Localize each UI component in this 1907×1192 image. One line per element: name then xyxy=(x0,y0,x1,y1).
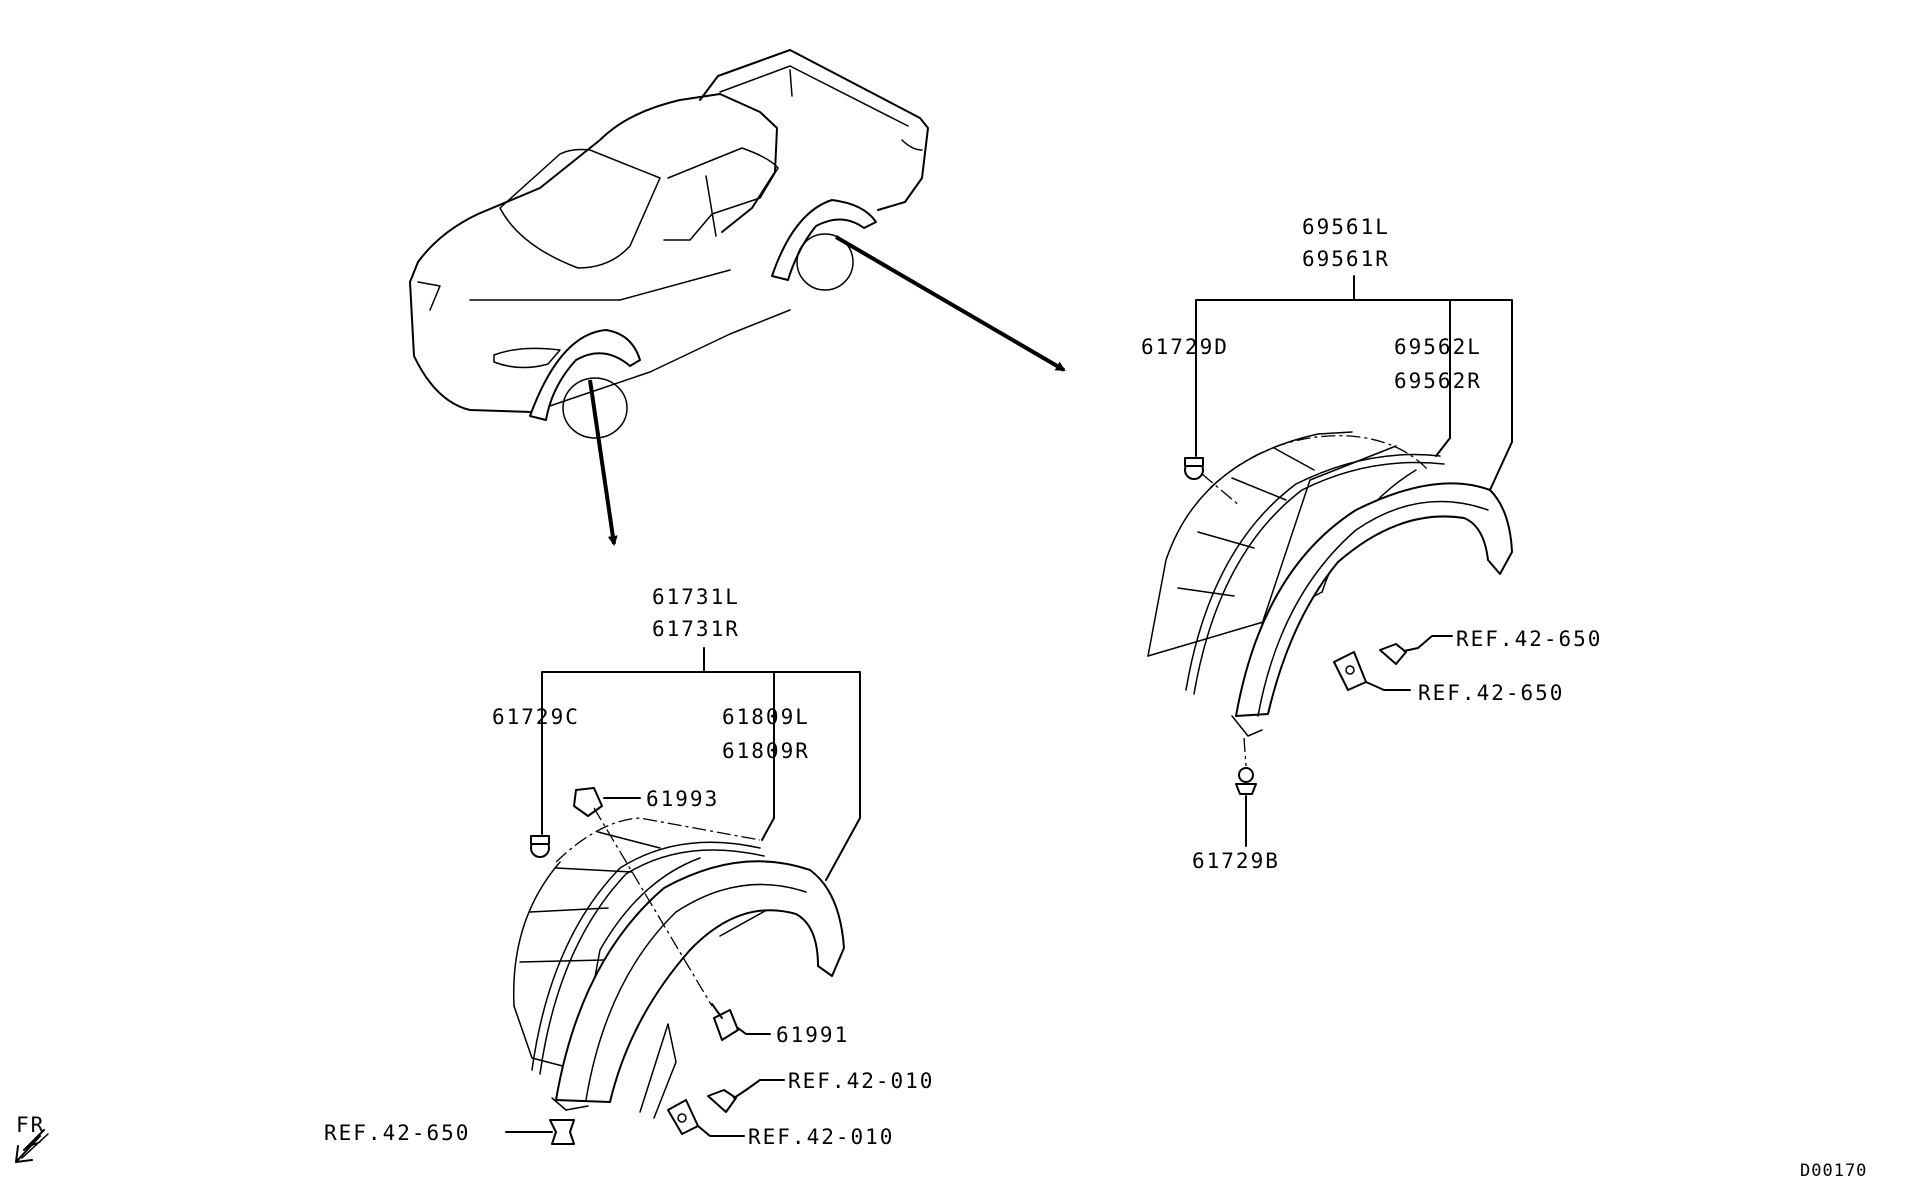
front-detail-arrow xyxy=(588,379,618,546)
label-ref-42-010-bolt: REF.42-010 xyxy=(788,1069,934,1093)
label-61993: 61993 xyxy=(646,787,719,811)
nut-ref-42-010 xyxy=(667,1099,699,1135)
label-61991: 61991 xyxy=(776,1023,849,1047)
screw-ref-42-650 xyxy=(1379,643,1419,665)
clip-61729d xyxy=(1184,457,1204,480)
front-fender-assembly xyxy=(505,647,861,1145)
label-69561l: 69561L xyxy=(1302,215,1390,239)
label-61729c: 61729C xyxy=(492,705,580,729)
pickup-truck-illustration xyxy=(409,49,929,439)
nut-ref-42-650 xyxy=(1333,651,1367,691)
label-69561r: 69561R xyxy=(1302,247,1390,271)
label-ref-42-010-nut: REF.42-010 xyxy=(748,1125,894,1149)
front-direction-indicator xyxy=(15,1129,49,1163)
bolt-61991 xyxy=(711,1003,739,1041)
clip-61729b xyxy=(1235,767,1257,795)
label-ref-42-650-clip: REF.42-650 xyxy=(324,1121,470,1145)
bolt-ref-42-010 xyxy=(707,1089,747,1113)
rear-detail-arrow xyxy=(834,235,1066,372)
label-61729b: 61729B xyxy=(1192,849,1280,873)
clip-61729c xyxy=(530,835,550,858)
label-69562r: 69562R xyxy=(1394,369,1482,393)
label-69562l: 69562L xyxy=(1394,335,1482,359)
label-ref-42-650-nut: REF.42-650 xyxy=(1418,681,1564,705)
diagram-id: D00170 xyxy=(1800,1161,1867,1181)
clip-61993 xyxy=(573,787,603,817)
label-ref-42-650-screw: REF.42-650 xyxy=(1456,627,1602,651)
clip-ref-42-650 xyxy=(549,1119,575,1145)
label-61729d: 61729D xyxy=(1141,335,1229,359)
fr-label: FR xyxy=(16,1113,45,1137)
label-61809r: 61809R xyxy=(722,739,810,763)
rear-fender-assembly xyxy=(1147,275,1513,847)
label-61809l: 61809L xyxy=(722,705,810,729)
label-61731l: 61731L xyxy=(652,585,740,609)
label-61731r: 61731R xyxy=(652,617,740,641)
